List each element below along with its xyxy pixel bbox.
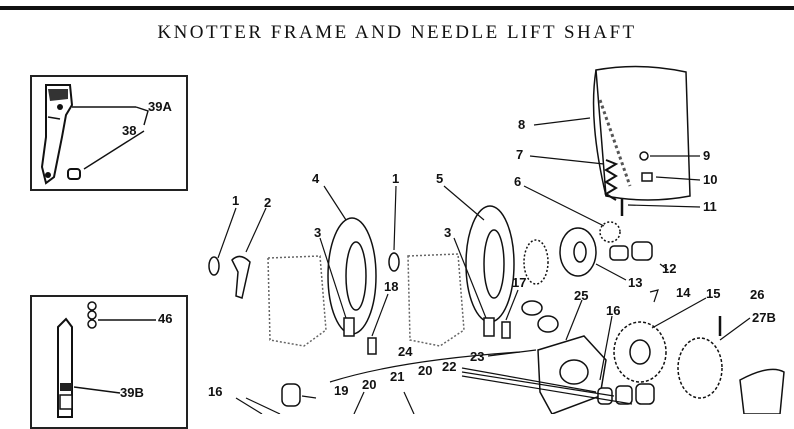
part-2-lever bbox=[231, 255, 251, 299]
part-label-21: 21 bbox=[390, 369, 405, 384]
part-label-15: 15 bbox=[706, 286, 721, 301]
part-label-6: 6 bbox=[514, 174, 522, 189]
part-label-1b: 1 bbox=[392, 171, 400, 186]
part-label-11: 11 bbox=[703, 199, 717, 214]
part-label-8: 8 bbox=[518, 117, 526, 132]
inset-39a-drawing bbox=[40, 84, 149, 185]
part-label-3a: 3 bbox=[314, 225, 322, 240]
part-7-spring bbox=[604, 159, 619, 201]
part-label-13: 13 bbox=[628, 275, 643, 290]
part-label-10: 10 bbox=[703, 172, 718, 187]
part-label-38: 38 bbox=[122, 123, 137, 138]
leader-lines bbox=[217, 117, 751, 414]
part-label-39a: 39A bbox=[148, 99, 172, 114]
part-27b-gear bbox=[677, 337, 723, 399]
exploded-parts-drawing bbox=[208, 65, 785, 414]
part-label-4: 4 bbox=[312, 171, 320, 186]
knotter-frame-left bbox=[267, 255, 327, 347]
inset-box-39a bbox=[30, 75, 188, 191]
part-6-gear bbox=[599, 221, 621, 243]
part-label-2: 2 bbox=[264, 195, 272, 210]
part-label-7: 7 bbox=[516, 147, 524, 162]
inset-39b-drawing bbox=[57, 301, 156, 418]
part-label-26: 26 bbox=[750, 287, 765, 302]
part-label-16b: 16 bbox=[606, 303, 621, 318]
part-label-5: 5 bbox=[436, 171, 444, 186]
part-8-cover bbox=[595, 65, 691, 201]
part-label-18: 18 bbox=[384, 279, 399, 294]
part-9-washer bbox=[639, 151, 649, 161]
part-label-24: 24 bbox=[398, 344, 413, 359]
part-label-12: 12 bbox=[662, 261, 677, 276]
part-label-27b: 27B bbox=[752, 310, 776, 325]
part-label-39b: 39B bbox=[120, 385, 144, 400]
part-10-nut bbox=[641, 172, 653, 182]
part-label-17: 17 bbox=[512, 275, 527, 290]
diagram-title: KNOTTER FRAME AND NEEDLE LIFT SHAFT bbox=[157, 22, 637, 43]
part-label-1a: 1 bbox=[232, 193, 240, 208]
part-label-23: 23 bbox=[470, 349, 485, 364]
top-rule bbox=[0, 6, 794, 10]
part-label-20b: 20 bbox=[418, 363, 433, 378]
part-label-3b: 3 bbox=[444, 225, 452, 240]
part-label-22: 22 bbox=[442, 359, 457, 374]
part-label-16a: 16 bbox=[208, 384, 223, 399]
part-label-19: 19 bbox=[334, 383, 349, 398]
part-label-25: 25 bbox=[574, 288, 589, 303]
part-label-46: 46 bbox=[158, 311, 173, 326]
part-1-ring bbox=[208, 256, 220, 276]
part-label-14: 14 bbox=[676, 285, 691, 300]
part-label-9: 9 bbox=[703, 148, 711, 163]
part-label-20a: 20 bbox=[362, 377, 377, 392]
knotter-frame-right bbox=[407, 253, 465, 347]
